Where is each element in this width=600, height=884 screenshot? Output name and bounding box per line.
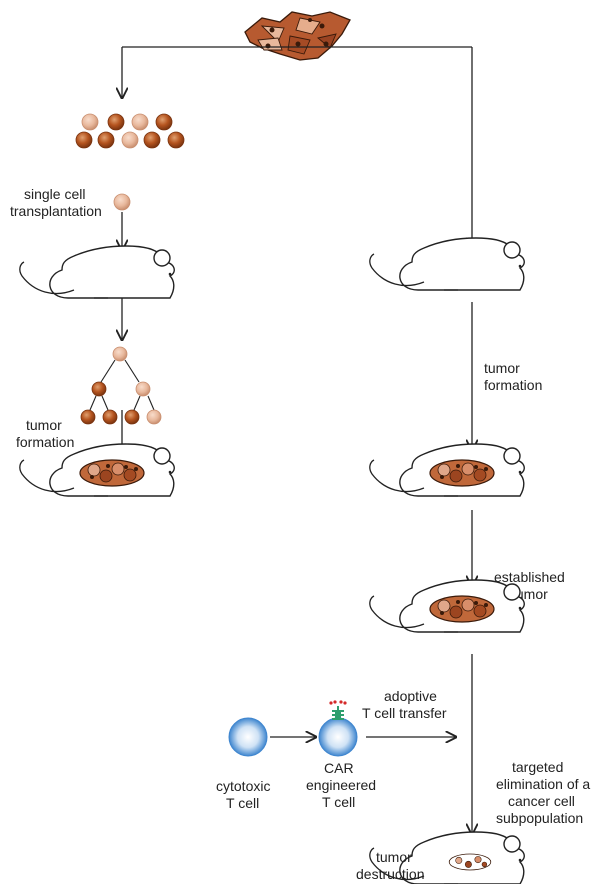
branch-connector [122,46,472,248]
mouse-left-tumor [19,443,175,497]
car-t-cell [318,700,358,757]
tumor-cell-cluster [244,11,351,61]
mouse-established-tumor [369,579,525,633]
cell-population [75,113,185,149]
single-cell [113,193,131,211]
mouse-tumor-destruction [369,831,525,884]
cytotoxic-t-cell [228,717,268,757]
mouse-right-tumor [369,443,525,497]
clonal-lineage-tree [80,346,162,425]
mouse-right-1 [369,237,525,291]
mouse-left-1 [19,245,175,299]
